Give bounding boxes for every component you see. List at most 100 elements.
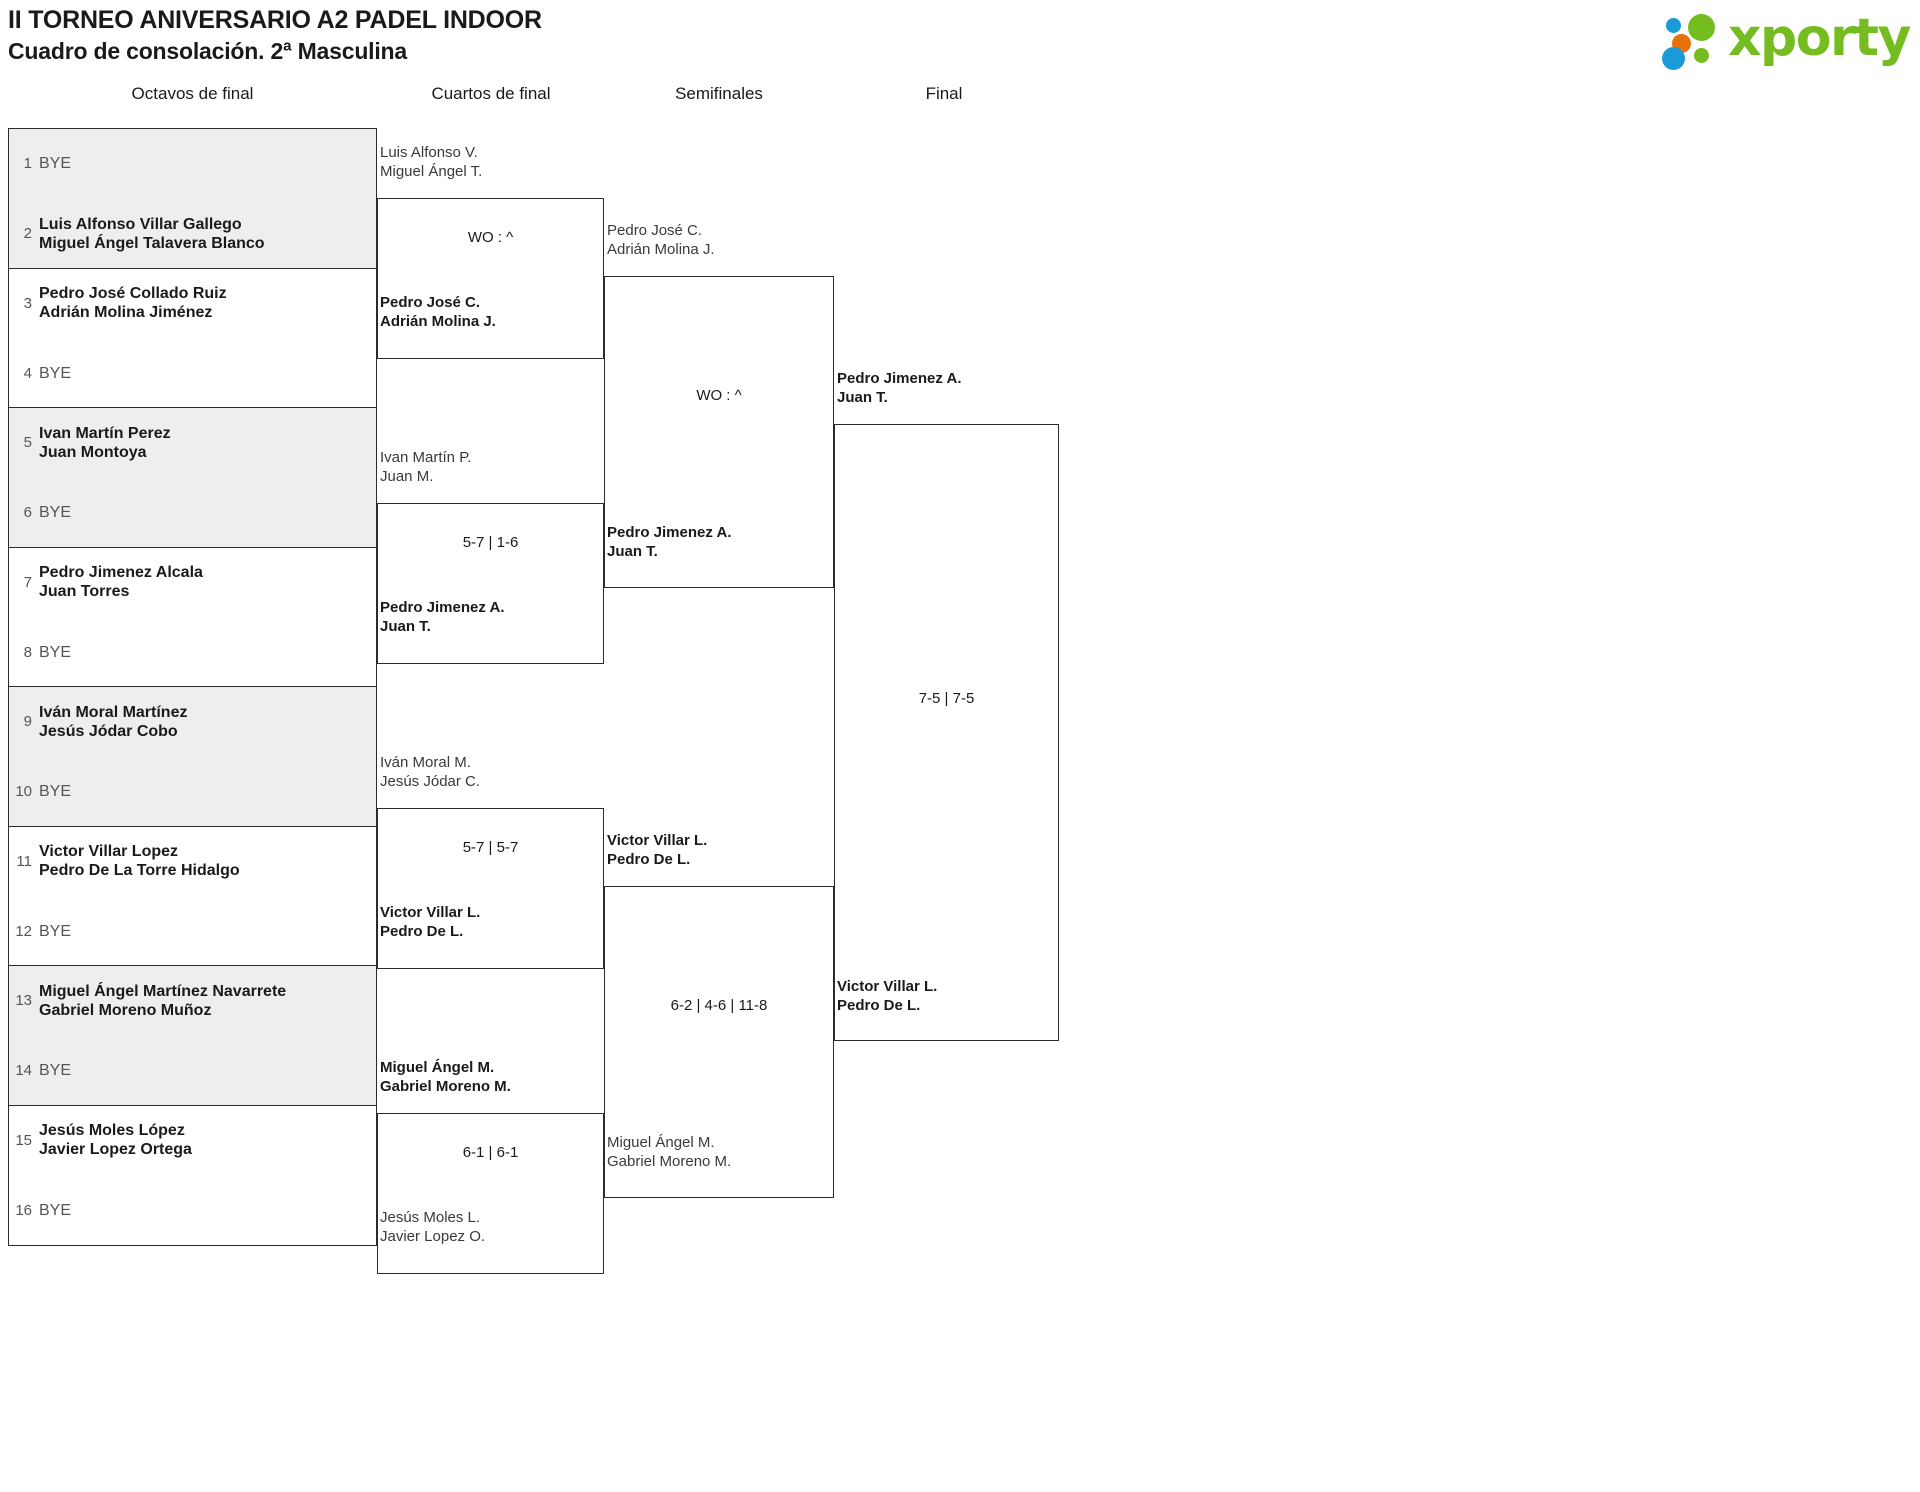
match-box-r2-2[interactable]: 5-7 | 1-6	[377, 503, 604, 664]
match-box-r3-1[interactable]: WO : ^	[604, 276, 834, 588]
team-line2: Pedro De L.	[837, 997, 921, 1014]
round1-seed-number: 5	[23, 434, 32, 452]
team-line2: Juan T.	[380, 618, 431, 635]
round1-team-names: BYE	[39, 503, 71, 522]
round1-seed-number: 13	[15, 992, 32, 1010]
match-team-bottom-r2-4: Jesús Moles L. Javier Lopez O.	[380, 1208, 485, 1246]
team-line1: Pedro Jimenez Alcala	[39, 564, 203, 582]
round1-slot[interactable]: 16 BYE	[9, 1175, 376, 1245]
team-line1: Miguel Ángel M.	[380, 1059, 495, 1076]
team-line2: Pedro De L.	[380, 923, 464, 940]
team-line1: Luis Alfonso Villar Gallego	[39, 215, 242, 233]
team-line2: Gabriel Moreno M.	[607, 1153, 732, 1170]
match-score-r3-1: WO : ^	[696, 387, 742, 404]
match-score-r2-2: 5-7 | 1-6	[462, 534, 519, 551]
team-line1: BYE	[39, 1062, 72, 1080]
team-line2: Pedro De L.	[607, 851, 691, 868]
match-team-top-r2-3: Iván Moral M. Jesús Jódar C.	[380, 753, 480, 791]
team-line1: BYE	[39, 643, 72, 661]
match-box-r2-3[interactable]: 5-7 | 5-7	[377, 808, 604, 969]
round1-seed-number: 2	[23, 225, 32, 243]
team-line1: Luis Alfonso V.	[380, 144, 478, 161]
round1-team-names: BYE	[39, 922, 71, 941]
match-team-top-r2-4: Miguel Ángel M. Gabriel Moreno M.	[380, 1058, 511, 1096]
match-team-bottom-r2-2: Pedro Jimenez A. Juan T.	[380, 598, 504, 636]
team-line2: Juan T.	[837, 389, 888, 406]
round-heading-octavos: Octavos de final	[131, 84, 254, 103]
round1-seed-number: 14	[15, 1062, 32, 1080]
match-score-r2-4: 6-1 | 6-1	[462, 1144, 519, 1161]
match-team-top-r3-2: Victor Villar L. Pedro De L.	[607, 831, 707, 869]
round1-seed-number: 16	[15, 1201, 32, 1219]
team-line2: Javier Lopez Ortega	[39, 1141, 192, 1159]
team-line2: Javier Lopez O.	[380, 1228, 486, 1245]
logo-dots-icon	[1662, 14, 1728, 70]
round-heading-semifinales: Semifinales	[675, 84, 763, 103]
team-line2: Gabriel Moreno M.	[380, 1078, 511, 1095]
match-score-r2-1: WO : ^	[467, 229, 514, 246]
match-box-r3-2[interactable]: 6-2 | 4-6 | 11-8	[604, 886, 834, 1198]
match-box-r4-1[interactable]: 7-5 | 7-5	[834, 424, 1059, 1041]
round1-team-names: BYE	[39, 1201, 71, 1220]
match-score-r3-2: 6-2 | 4-6 | 11-8	[670, 997, 768, 1014]
team-line1: Miguel Ángel Martínez Navarrete	[39, 982, 287, 1000]
round1-slot[interactable]: 8 BYE	[9, 617, 376, 687]
round-heading-cuartos: Cuartos de final	[431, 84, 551, 103]
round1-slot[interactable]: 14 BYE	[9, 1036, 376, 1106]
round1-seed-number: 3	[23, 294, 32, 312]
match-score-r4-1: 7-5 | 7-5	[918, 690, 975, 707]
round1-team-names: BYE	[39, 643, 71, 662]
team-line1: Ivan Martín P.	[380, 449, 472, 466]
team-line1: Victor Villar L.	[380, 904, 481, 921]
round1-seed-number: 6	[23, 504, 32, 522]
match-team-top-r3-1: Pedro José C. Adrián Molina J.	[607, 221, 715, 259]
match-score-r2-3: 5-7 | 5-7	[462, 839, 519, 856]
team-line1: Ivan Martín Perez	[39, 424, 171, 442]
team-line1: BYE	[39, 504, 72, 522]
round1-team-names: BYE	[39, 154, 71, 173]
round1-team-names: BYE	[39, 782, 71, 801]
round1-slot[interactable]: 6 BYE	[9, 478, 376, 548]
team-line2: Miguel Ángel Talavera Blanco	[39, 234, 265, 252]
team-line1: Pedro José Collado Ruiz	[39, 285, 227, 303]
team-line1: Victor Villar L.	[837, 978, 938, 995]
tournament-title: II TORNEO ANIVERSARIO A2 PADEL INDOOR	[8, 6, 542, 34]
team-line2: Jesús Jódar C.	[380, 773, 481, 790]
team-line1: Pedro Jimenez A.	[607, 524, 732, 541]
team-line1: Miguel Ángel M.	[607, 1134, 715, 1151]
round1-seed-number: 8	[23, 643, 32, 661]
team-line1: Pedro José C.	[607, 222, 703, 239]
match-team-bottom-r3-1: Pedro Jimenez A. Juan T.	[607, 523, 731, 561]
logo-wordmark: xporty	[1728, 8, 1911, 68]
round1-seed-number: 15	[15, 1131, 32, 1149]
team-line1: BYE	[39, 1201, 72, 1219]
match-box-r2-4[interactable]: 6-1 | 6-1	[377, 1113, 604, 1274]
round1-seed-number: 7	[23, 573, 32, 591]
match-box-r2-1[interactable]: WO : ^	[377, 198, 604, 359]
